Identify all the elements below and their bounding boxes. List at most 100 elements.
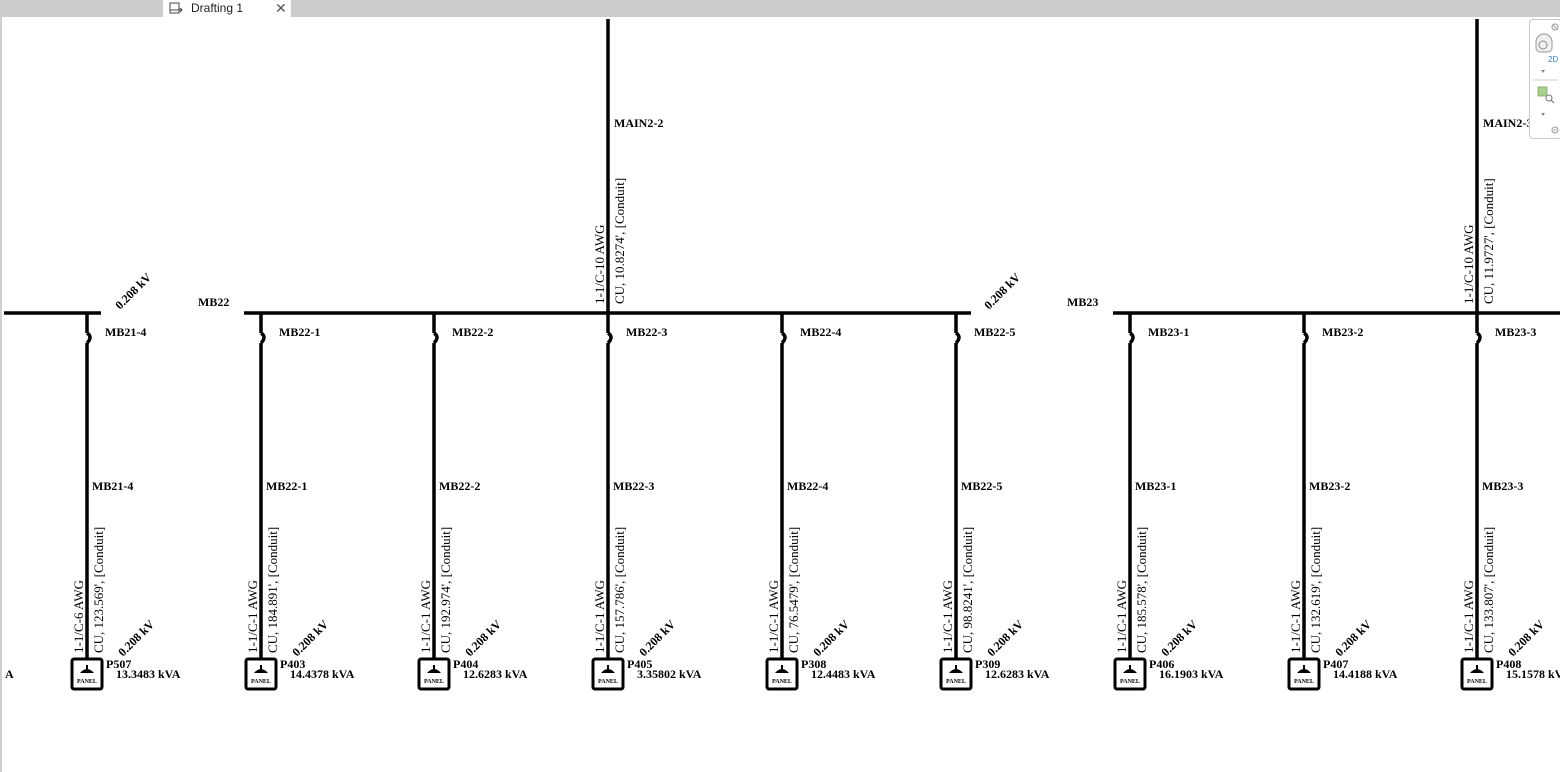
breaker-symbol[interactable] — [259, 331, 266, 345]
panel-voltage-label: 0.208 kV — [1158, 617, 1200, 659]
panel-icon — [1297, 669, 1311, 673]
panel-voltage-label: 0.208 kV — [462, 617, 504, 659]
feeder-label: MB22-1 — [266, 479, 307, 493]
panel-load-label: 15.1578 kVA — [1506, 667, 1560, 681]
panel-name-label: P308 — [801, 657, 826, 671]
tab-drafting-1[interactable]: Drafting 1 ✕ — [163, 0, 291, 18]
panel-symbol[interactable] — [939, 657, 973, 691]
panel-name-label: P407 — [1323, 657, 1348, 671]
close-icon[interactable]: ✕ — [275, 0, 287, 16]
wire-size-label: 1-1/C-10 AWG — [1461, 225, 1476, 304]
breaker-label: MB22-5 — [974, 325, 1015, 339]
close-nav-bar-icon[interactable] — [1551, 23, 1559, 31]
panel-symbol-text: PANEL — [251, 679, 271, 685]
panel-symbol[interactable] — [417, 657, 451, 691]
wire-size-label: 1-1/C-1 AWG — [418, 580, 433, 653]
wire-detail-label: CU, 184.891', [Conduit] — [265, 527, 280, 653]
panel-load-label: 12.6283 kVA — [985, 667, 1050, 681]
panel-symbol-text: PANEL — [772, 679, 792, 685]
main-feeder-label: MAIN2-2 — [614, 116, 663, 130]
breaker-label: MB22-3 — [626, 325, 667, 339]
panel-symbol-text: PANEL — [598, 679, 618, 685]
feeder-label: MB23-2 — [1309, 479, 1350, 493]
wire-size-label: 1-1/C-1 AWG — [766, 580, 781, 653]
zoom-region-icon[interactable] — [1537, 86, 1555, 104]
panel-symbol-text: PANEL — [424, 679, 444, 685]
wire-detail-label: CU, 10.8274', [Conduit] — [612, 178, 627, 304]
panel-voltage-label: 0.208 kV — [115, 617, 157, 659]
panel-icon — [1470, 669, 1484, 673]
panel-name-label: P404 — [453, 657, 478, 671]
panel-symbol[interactable] — [1287, 657, 1321, 691]
wire-detail-label: CU, 132.619', [Conduit] — [1308, 527, 1323, 653]
panel-name-label: P408 — [1496, 657, 1521, 671]
drafting-view-icon — [169, 2, 183, 14]
panel-symbol[interactable] — [244, 657, 278, 691]
feeder-label: MB22-2 — [439, 479, 480, 493]
panel-icon — [601, 669, 615, 673]
feeder-label: MB22-3 — [613, 479, 654, 493]
panel-voltage-label: 0.208 kV — [636, 617, 678, 659]
panel-load-label: 12.6283 kVA — [463, 667, 528, 681]
panel-symbol[interactable] — [591, 657, 625, 691]
panel-load-label: 14.4378 kVA — [290, 667, 355, 681]
breaker-symbol[interactable] — [1302, 331, 1309, 345]
bus-name-label: MB23 — [1067, 295, 1098, 309]
panel-voltage-label: 0.208 kV — [1332, 617, 1374, 659]
edge-label: A — [5, 667, 14, 681]
panel-symbol-text: PANEL — [1467, 679, 1487, 685]
breaker-symbol[interactable] — [1128, 331, 1135, 345]
wire-size-label: 1-1/C-1 AWG — [1114, 580, 1129, 653]
wire-detail-label: CU, 185.578', [Conduit] — [1134, 527, 1149, 653]
panel-symbol[interactable] — [1113, 657, 1147, 691]
view-tab-bar: Drafting 1 ✕ — [0, 0, 1560, 18]
panel-voltage-label: 0.208 kV — [810, 617, 852, 659]
panel-load-label: 14.4188 kVA — [1333, 667, 1398, 681]
wire-size-label: 1-1/C-1 AWG — [1288, 580, 1303, 653]
bus-voltage-label: 0.208 kV — [981, 270, 1023, 312]
breaker-symbol[interactable] — [1475, 331, 1482, 345]
chevron-down-icon[interactable] — [1541, 113, 1545, 116]
panel-name-label: P405 — [627, 657, 652, 671]
breaker-symbol[interactable] — [780, 331, 787, 345]
panel-icon — [949, 669, 963, 673]
wire-size-label: 1-1/C-1 AWG — [592, 580, 607, 653]
panel-load-label: 12.4483 kVA — [811, 667, 876, 681]
bus-name-label: MB22 — [198, 295, 229, 309]
wire-detail-label: CU, 98.8241', [Conduit] — [960, 527, 975, 653]
panel-name-label: P507 — [106, 657, 131, 671]
panel-load-label: 13.3483 kVA — [116, 667, 181, 681]
steering-wheel-2d-icon[interactable]: 2D — [1535, 33, 1558, 64]
panel-name-label: P406 — [1149, 657, 1174, 671]
breaker-label: MB21-4 — [105, 325, 146, 339]
wire-detail-label: CU, 133.807', [Conduit] — [1481, 527, 1496, 653]
wire-detail-label: CU, 157.786', [Conduit] — [612, 527, 627, 653]
canvas-left-border — [0, 17, 2, 772]
feeder-label: MB23-1 — [1135, 479, 1176, 493]
wire-detail-label: CU, 123.569', [Conduit] — [91, 527, 106, 653]
panel-voltage-label: 0.208 kV — [984, 617, 1026, 659]
feeder-label: MB22-4 — [787, 479, 828, 493]
breaker-symbol[interactable] — [606, 331, 613, 345]
breaker-symbol[interactable] — [432, 331, 439, 345]
wire-size-label: 1-1/C-6 AWG — [71, 580, 86, 653]
chevron-down-icon[interactable] — [1541, 70, 1545, 73]
panel-symbol[interactable] — [765, 657, 799, 691]
breaker-label: MB23-2 — [1322, 325, 1363, 339]
bus-voltage-label: 0.208 kV — [112, 270, 154, 312]
panel-icon — [1123, 669, 1137, 673]
tab-label: Drafting 1 — [191, 1, 244, 15]
breaker-symbol[interactable] — [85, 331, 92, 345]
feeder-label: MB22-5 — [961, 479, 1002, 493]
nav-bar-options-icon[interactable] — [1551, 126, 1559, 134]
breaker-label: MB22-4 — [800, 325, 841, 339]
panel-symbol[interactable] — [70, 657, 104, 691]
breaker-label: MB22-1 — [279, 325, 320, 339]
panel-symbol-text: PANEL — [1120, 679, 1140, 685]
panel-icon — [80, 669, 94, 673]
panel-symbol[interactable] — [1460, 657, 1494, 691]
breaker-label: MB22-2 — [452, 325, 493, 339]
wire-detail-label: CU, 76.5479', [Conduit] — [786, 527, 801, 653]
breaker-symbol[interactable] — [954, 331, 961, 345]
